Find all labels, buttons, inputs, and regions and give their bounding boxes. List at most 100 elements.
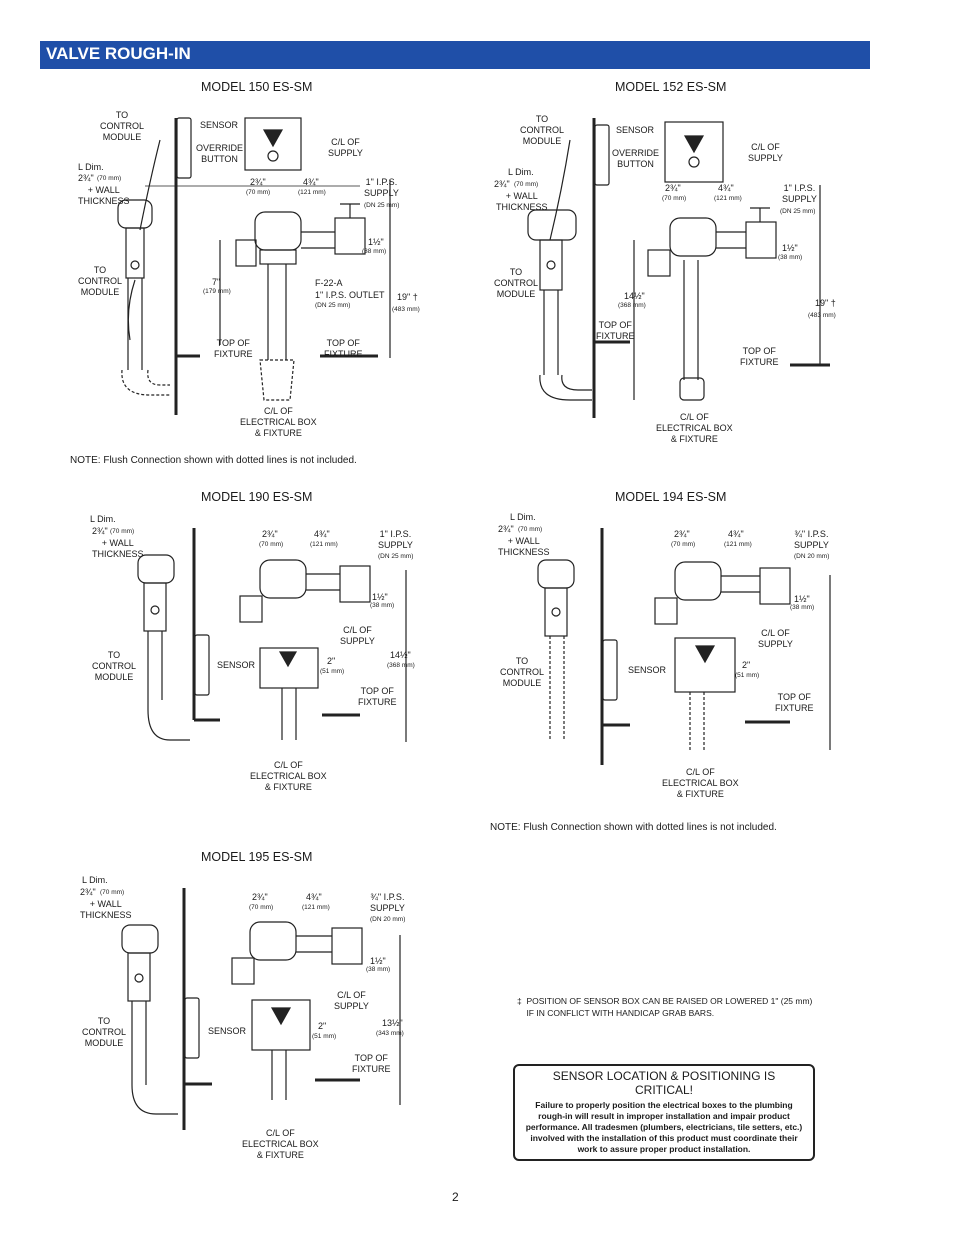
model-190-title: MODEL 190 ES-SM bbox=[201, 490, 313, 504]
label-wall-thickness: + WALL THICKNESS bbox=[498, 536, 550, 557]
label-dim-2-3-4-left: 2¾" bbox=[498, 524, 514, 534]
model-194-drawing bbox=[537, 528, 831, 765]
label-sensor: SENSOR bbox=[200, 120, 239, 130]
label-dim-2-3-4-left: 2¾" bbox=[78, 173, 94, 183]
warning-title: SENSOR LOCATION & POSITIONING IS CRITICA… bbox=[552, 1069, 776, 1097]
label-dim-1-1-2: 1½" bbox=[794, 594, 810, 604]
label-sensor: SENSOR bbox=[217, 660, 256, 670]
label-wall-thickness: + WALL THICKNESS bbox=[496, 191, 548, 212]
label-l-dim: L Dim. bbox=[90, 514, 116, 524]
label-dim-2-3-4-left-mm: (70 mm) bbox=[514, 181, 539, 188]
label-dim-19-mm: (483 mm) bbox=[392, 306, 420, 313]
label-l-dim: L Dim. bbox=[78, 162, 104, 172]
note-flush-connection-2: NOTE: Flush Connection shown with dotted… bbox=[490, 822, 777, 833]
label-dim-1-1-2-mm: (38 mm) bbox=[370, 602, 395, 609]
label-top-of-fixture-right: TOP OF FIXTURE bbox=[740, 346, 779, 367]
label-dim-2-3-4-mm: (70 mm) bbox=[249, 904, 274, 911]
label-override-button: OVERRIDE BUTTON bbox=[196, 143, 244, 164]
label-dim-19: 19" † bbox=[815, 298, 836, 308]
model-150-title: MODEL 150 ES-SM bbox=[201, 80, 313, 94]
model-194-diagram: L Dim. 2¾" (70 mm) + WALL THICKNESS 2¾" … bbox=[490, 510, 860, 810]
label-supply: 1" I.P.S. SUPPLY bbox=[782, 183, 817, 204]
label-supply-mm: (DN 20 mm) bbox=[794, 553, 830, 560]
label-dim-2-3-4-left-mm: (70 mm) bbox=[100, 889, 125, 896]
label-wall-thickness: + WALL THICKNESS bbox=[80, 899, 132, 920]
model-195-title: MODEL 195 ES-SM bbox=[201, 850, 313, 864]
label-sensor: SENSOR bbox=[616, 125, 655, 135]
label-top-of-fixture: TOP OF FIXTURE bbox=[352, 1053, 391, 1074]
label-supply-mm: (DN 25 mm) bbox=[378, 553, 414, 560]
label-dim-2-3-4-mm: (70 mm) bbox=[259, 541, 284, 548]
label-dim-1-1-2-mm: (38 mm) bbox=[790, 604, 815, 611]
label-dim-1-1-2: 1½" bbox=[370, 956, 386, 966]
label-sensor: SENSOR bbox=[628, 665, 667, 675]
label-to-control-module: TO CONTROL MODULE bbox=[82, 1016, 127, 1048]
label-to-control-module-lower: TO CONTROL MODULE bbox=[494, 267, 539, 299]
label-top-of-fixture: TOP OF FIXTURE bbox=[775, 692, 814, 713]
label-cl-electrical-box: C/L OF ELECTRICAL BOX & FIXTURE bbox=[240, 406, 317, 438]
page-number: 2 bbox=[452, 1190, 459, 1204]
label-cl-electrical-box: C/L OF ELECTRICAL BOX & FIXTURE bbox=[656, 412, 733, 444]
footnote-sensor-box: ‡ POSITION OF SENSOR BOX CAN BE RAISED O… bbox=[517, 996, 813, 1018]
label-wall-thickness: + WALL THICKNESS bbox=[92, 538, 144, 559]
label-dim-7: 7" bbox=[212, 277, 221, 287]
label-dim-14-1-2: 14½" bbox=[624, 291, 645, 301]
label-l-dim: L Dim. bbox=[510, 512, 536, 522]
model-190-diagram: L Dim. 2¾" (70 mm) + WALL THICKNESS 2¾" … bbox=[60, 510, 440, 800]
label-top-of-fixture-left: TOP OF FIXTURE bbox=[214, 338, 253, 359]
warning-body: Failure to properly position the electri… bbox=[525, 1100, 803, 1154]
label-dim-4-3-4: 4¾" bbox=[314, 529, 330, 539]
label-to-control-module: TO CONTROL MODULE bbox=[520, 114, 565, 146]
label-outlet-mm: (DN 25 mm) bbox=[315, 302, 351, 309]
label-dim-4-3-4-mm: (121 mm) bbox=[310, 541, 338, 548]
label-dim-2-3-4: 2¾" bbox=[262, 529, 278, 539]
label-dim-4-3-4: 4¾" bbox=[303, 177, 319, 187]
label-dim-1-1-2-mm: (38 mm) bbox=[366, 966, 391, 973]
model-194-title: MODEL 194 ES-SM bbox=[615, 490, 727, 504]
label-to-control-module: TO CONTROL MODULE bbox=[100, 110, 145, 142]
label-cl-electrical-box: C/L OF ELECTRICAL BOX & FIXTURE bbox=[662, 767, 739, 799]
label-dim-2-3-4-left-mm: (70 mm) bbox=[97, 175, 122, 182]
label-dim-2-3-4-left-mm: (70 mm) bbox=[518, 526, 543, 533]
label-wall-thickness: + WALL THICKNESS bbox=[78, 185, 130, 206]
label-dim-2-3-4-mm: (70 mm) bbox=[662, 195, 687, 202]
label-dim-4-3-4-mm: (121 mm) bbox=[302, 904, 330, 911]
label-dim-2-3-4-left: 2¾" bbox=[494, 179, 510, 189]
label-dim-4-3-4-mm: (121 mm) bbox=[298, 189, 326, 196]
label-cl-supply: C/L OF SUPPLY bbox=[748, 142, 783, 163]
label-dim-2: 2" bbox=[327, 656, 336, 666]
label-dim-19: 19" † bbox=[397, 292, 418, 302]
label-dim-2-3-4-mm: (70 mm) bbox=[671, 541, 696, 548]
model-150-diagram: TO CONTROL MODULE SENSOR OVERRIDE BUTTON… bbox=[60, 100, 440, 445]
label-dim-4-3-4: 4¾" bbox=[718, 183, 734, 193]
model-150-drawing bbox=[117, 117, 391, 415]
label-cl-electrical-box: C/L OF ELECTRICAL BOX & FIXTURE bbox=[242, 1128, 319, 1160]
label-dim-2-3-4: 2¾" bbox=[250, 177, 266, 187]
label-dim-2-3-4: 2¾" bbox=[674, 529, 690, 539]
label-supply: ¾" I.P.S. SUPPLY bbox=[794, 529, 829, 550]
label-dim-4-3-4: 4¾" bbox=[306, 892, 322, 902]
label-dim-2-3-4-left: 2¾" bbox=[80, 887, 96, 897]
label-dim-2: 2" bbox=[742, 660, 751, 670]
label-dim-7-mm: (179 mm) bbox=[203, 288, 231, 295]
label-override-button: OVERRIDE BUTTON bbox=[612, 148, 660, 169]
label-dim-2: 2" bbox=[318, 1021, 327, 1031]
label-outlet: 1" I.P.S. OUTLET bbox=[315, 290, 385, 300]
label-dim-2-3-4-mm: (70 mm) bbox=[246, 189, 271, 196]
label-cl-electrical-box: C/L OF ELECTRICAL BOX & FIXTURE bbox=[250, 760, 327, 792]
label-dim-2-mm: (51 mm) bbox=[312, 1033, 337, 1040]
label-dim-2-3-4-left: 2¾" bbox=[92, 526, 108, 536]
label-top-of-fixture: TOP OF FIXTURE bbox=[358, 686, 397, 707]
model-152-diagram: TO CONTROL MODULE SENSOR OVERRIDE BUTTON… bbox=[490, 100, 860, 455]
model-152-drawing bbox=[527, 118, 830, 418]
label-dim-4-3-4-mm: (121 mm) bbox=[714, 195, 742, 202]
model-190-drawing bbox=[137, 528, 407, 742]
label-dim-2-mm: (51 mm) bbox=[735, 672, 760, 679]
label-dim-1-1-2: 1½" bbox=[368, 237, 384, 247]
label-supply: 1" I.P.S. SUPPLY bbox=[364, 177, 399, 198]
model-195-drawing bbox=[121, 888, 401, 1130]
label-to-control-module: TO CONTROL MODULE bbox=[500, 656, 545, 688]
label-dim-2-3-4-left-mm: (70 mm) bbox=[110, 528, 135, 535]
label-l-dim: L Dim. bbox=[508, 167, 534, 177]
label-dim-13-1-2-mm: (343 mm) bbox=[376, 1030, 404, 1037]
